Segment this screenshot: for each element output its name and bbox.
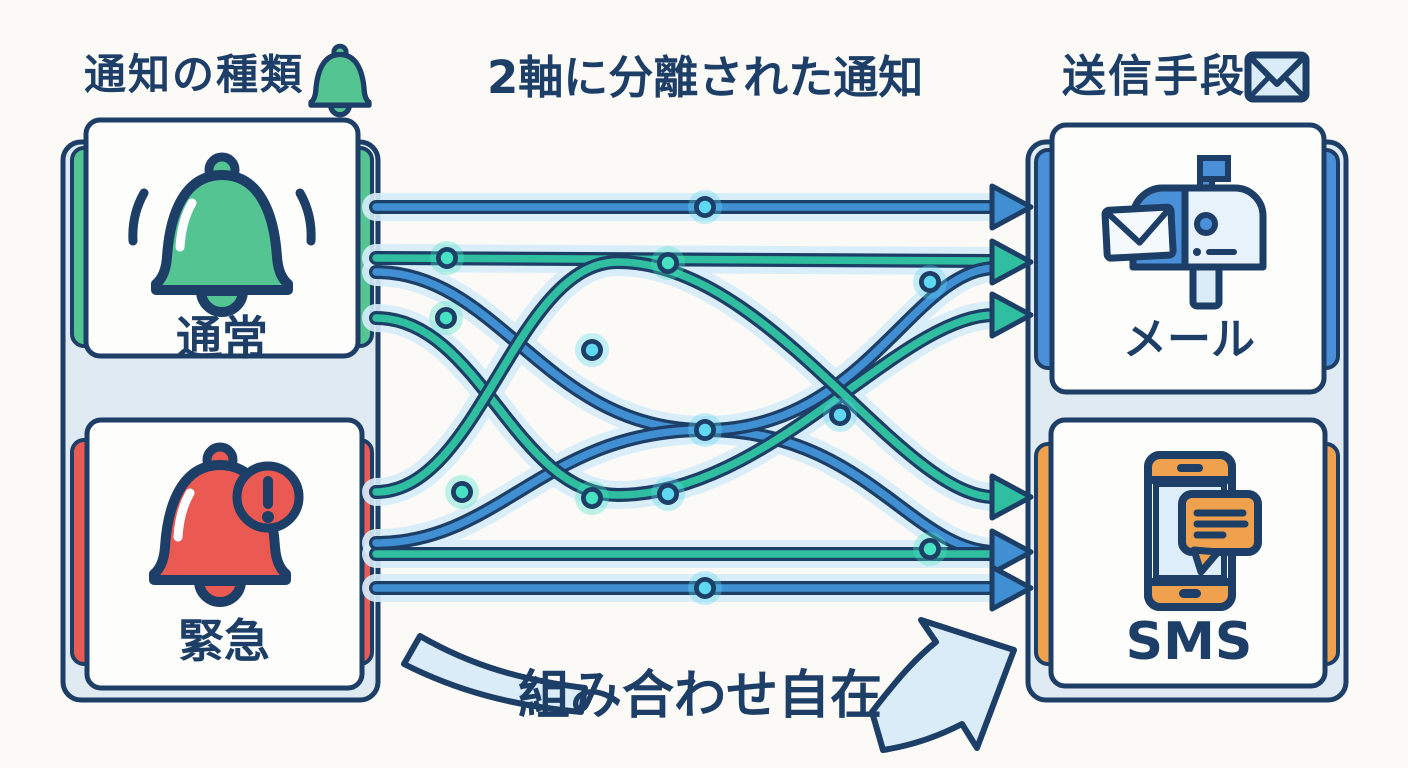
phone-sms-icon [1144,451,1262,611]
glow-dot [575,481,609,515]
swoosh-head [869,617,1017,753]
glow-dot [429,301,463,335]
urgent-box-label: 緊急 [178,614,270,668]
glow-dot [823,398,857,432]
glow-dot [430,241,464,275]
exclamation-badge [232,461,304,533]
glow-dot-circle [661,487,675,501]
glow-dot-circle [698,423,712,437]
glow-dot-circle [455,485,469,499]
mailbox-icon [1101,155,1267,310]
glow-dot-circle [923,275,937,289]
glow-dot-circle [585,343,599,357]
glow-dot-circle [698,200,712,214]
page-title-left: 通知の種類 [84,50,305,99]
glow-dot [445,475,479,509]
flow-line [372,311,998,499]
glow-dot-circle [440,251,454,265]
arrowhead-icon [989,564,1034,612]
arrowhead-icon [989,238,1034,286]
chat-bubble [1178,490,1262,576]
title-envelope-icon [1244,51,1310,103]
glow-dot [651,477,685,511]
glow-dot-circle [661,256,675,270]
glow-dot [688,190,722,224]
page-title-right: 送信手段 [1062,51,1246,102]
glow-dot-circle [585,491,599,505]
banner-label: 組み合わせ自在 [517,666,883,726]
arrowhead-icon [989,473,1034,521]
glow-dot [688,413,722,447]
page-title-center: 2軸に分離された通知 [487,51,924,104]
glow-dot-circle [833,408,847,422]
glow-dot [575,333,609,367]
flow-line [372,258,998,501]
bell-icon [128,152,316,317]
delivery-methods-panel [1025,122,1349,703]
glow-dot [913,532,947,566]
glow-dot-circle [923,542,937,556]
flow-line [372,254,998,265]
title-bell-icon [308,43,372,118]
glow-dot [688,571,722,605]
alert-bell-icon [149,442,304,607]
sms-box-label: SMS [1125,612,1253,672]
mail-box-label: メール [1123,314,1255,365]
glow-dot-circle [698,581,712,595]
flow-lines [362,183,1034,612]
arrowhead-icon [989,183,1034,231]
glow-dot [913,265,947,299]
swoosh-band [401,633,588,715]
arrowhead-icon [989,291,1034,339]
curved-arrow-icon [401,617,1017,753]
normal-box-label: 通常 [176,311,268,365]
arrowhead-icon [989,528,1034,576]
envelope-in-mailbox [1101,203,1177,262]
glow-dot-circle [439,311,453,325]
notification-types-panel [60,117,381,703]
glow-dot [651,246,685,280]
